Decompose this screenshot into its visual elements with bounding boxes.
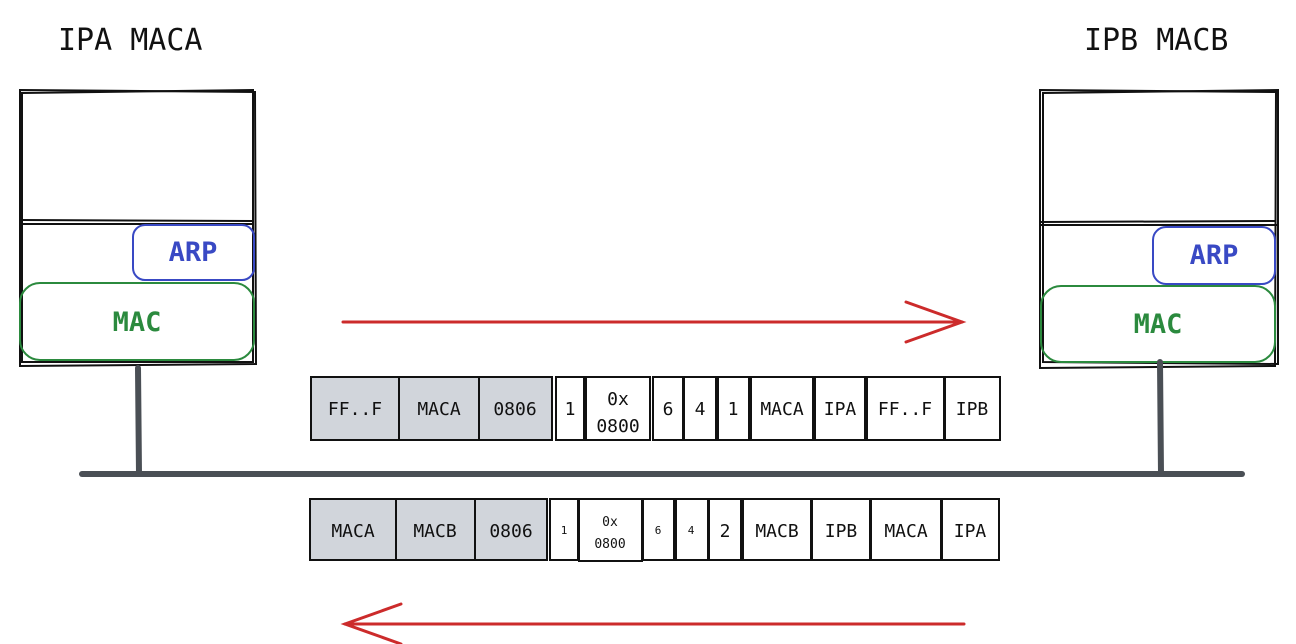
request-hw-len: 6 <box>663 399 674 420</box>
request-target-mac-cell: FF..F <box>866 376 945 441</box>
host-a-drop-line <box>135 365 142 477</box>
request-sender-mac-cell: MACA <box>750 376 814 441</box>
request-eth-type-cell: 0806 <box>478 376 553 441</box>
reply-arrow <box>340 602 966 644</box>
request-hw-type: 1 <box>565 399 576 420</box>
request-target-ip: IPB <box>956 399 989 420</box>
reply-sender-mac: MACB <box>755 521 798 542</box>
request-eth-src: MACA <box>417 399 461 420</box>
reply-eth-type: 0806 <box>489 521 532 542</box>
reply-target-mac-cell: MACA <box>870 498 942 561</box>
reply-hw-len-cell: 6 <box>642 498 675 561</box>
reply-hw-type: 1 <box>561 524 568 537</box>
reply-target-ip-cell: IPA <box>941 498 1000 561</box>
request-target-ip-cell: IPB <box>944 376 1001 441</box>
reply-proto-len: 4 <box>688 524 695 537</box>
request-eth-type: 0806 <box>493 399 536 420</box>
request-opcode: 1 <box>728 399 739 420</box>
request-proto-type-line1: 0x <box>607 389 629 410</box>
reply-opcode-cell: 2 <box>708 498 742 561</box>
reply-eth-src: MACB <box>413 521 456 542</box>
host-a: IPA MACA ARP MAC <box>19 23 258 368</box>
request-hw-type-cell: 1 <box>555 376 585 441</box>
host-b-drop-line <box>1157 359 1164 477</box>
request-proto-type-cell: 0x 0800 <box>585 376 651 441</box>
request-sender-ip: IPA <box>824 399 857 420</box>
reply-eth-type-cell: 0806 <box>474 498 548 561</box>
request-opcode-cell: 1 <box>717 376 750 441</box>
host-a-mac-label: MAC <box>113 307 162 338</box>
host-a-arp-label: ARP <box>169 237 218 268</box>
reply-target-ip: IPA <box>954 521 987 542</box>
host-b: IPB MACB ARP MAC <box>1039 23 1279 370</box>
host-b-arp-box <box>1152 226 1276 285</box>
host-b-mac-label: MAC <box>1134 309 1183 340</box>
arp-reply-packet: MACA MACB 0806 1 0x 0800 6 4 2 <box>309 498 1000 562</box>
reply-proto-len-cell: 4 <box>675 498 709 561</box>
network-bus <box>79 359 1245 477</box>
reply-proto-type-line2: 0800 <box>594 537 625 552</box>
request-eth-dst-cell: FF..F <box>310 376 400 441</box>
host-b-label: IPB MACB <box>1084 23 1229 58</box>
reply-hw-type-cell: 1 <box>549 498 579 561</box>
request-target-mac: FF..F <box>878 399 932 420</box>
reply-target-mac: MACA <box>884 521 928 542</box>
host-b-box <box>1039 88 1279 370</box>
request-eth-src-cell: MACA <box>398 376 480 441</box>
reply-proto-type-line1: 0x <box>602 515 618 530</box>
host-a-arp-box <box>132 224 255 281</box>
request-proto-len-cell: 4 <box>683 376 717 441</box>
reply-eth-dst: MACA <box>331 521 375 542</box>
reply-sender-mac-cell: MACB <box>742 498 812 561</box>
request-eth-dst: FF..F <box>328 399 382 420</box>
reply-proto-type-cell: 0x 0800 <box>578 498 643 562</box>
host-a-label: IPA MACA <box>58 23 203 58</box>
request-sender-mac: MACA <box>760 399 804 420</box>
request-proto-len: 4 <box>695 399 706 420</box>
reply-eth-src-cell: MACB <box>395 498 476 561</box>
reply-sender-ip: IPB <box>825 521 858 542</box>
host-a-mac-box <box>19 282 255 361</box>
request-proto-type-line2: 0800 <box>596 416 639 437</box>
arp-request-packet: FF..F MACA 0806 1 0x 0800 6 4 1 <box>310 376 1001 441</box>
request-hw-len-cell: 6 <box>652 376 684 441</box>
reply-eth-dst-cell: MACA <box>309 498 397 561</box>
host-b-arp-label: ARP <box>1190 240 1239 271</box>
reply-sender-ip-cell: IPB <box>811 498 871 561</box>
reply-opcode: 2 <box>720 521 731 542</box>
reply-hw-len: 6 <box>655 524 662 537</box>
request-arrow <box>341 300 967 344</box>
request-sender-ip-cell: IPA <box>814 376 866 441</box>
